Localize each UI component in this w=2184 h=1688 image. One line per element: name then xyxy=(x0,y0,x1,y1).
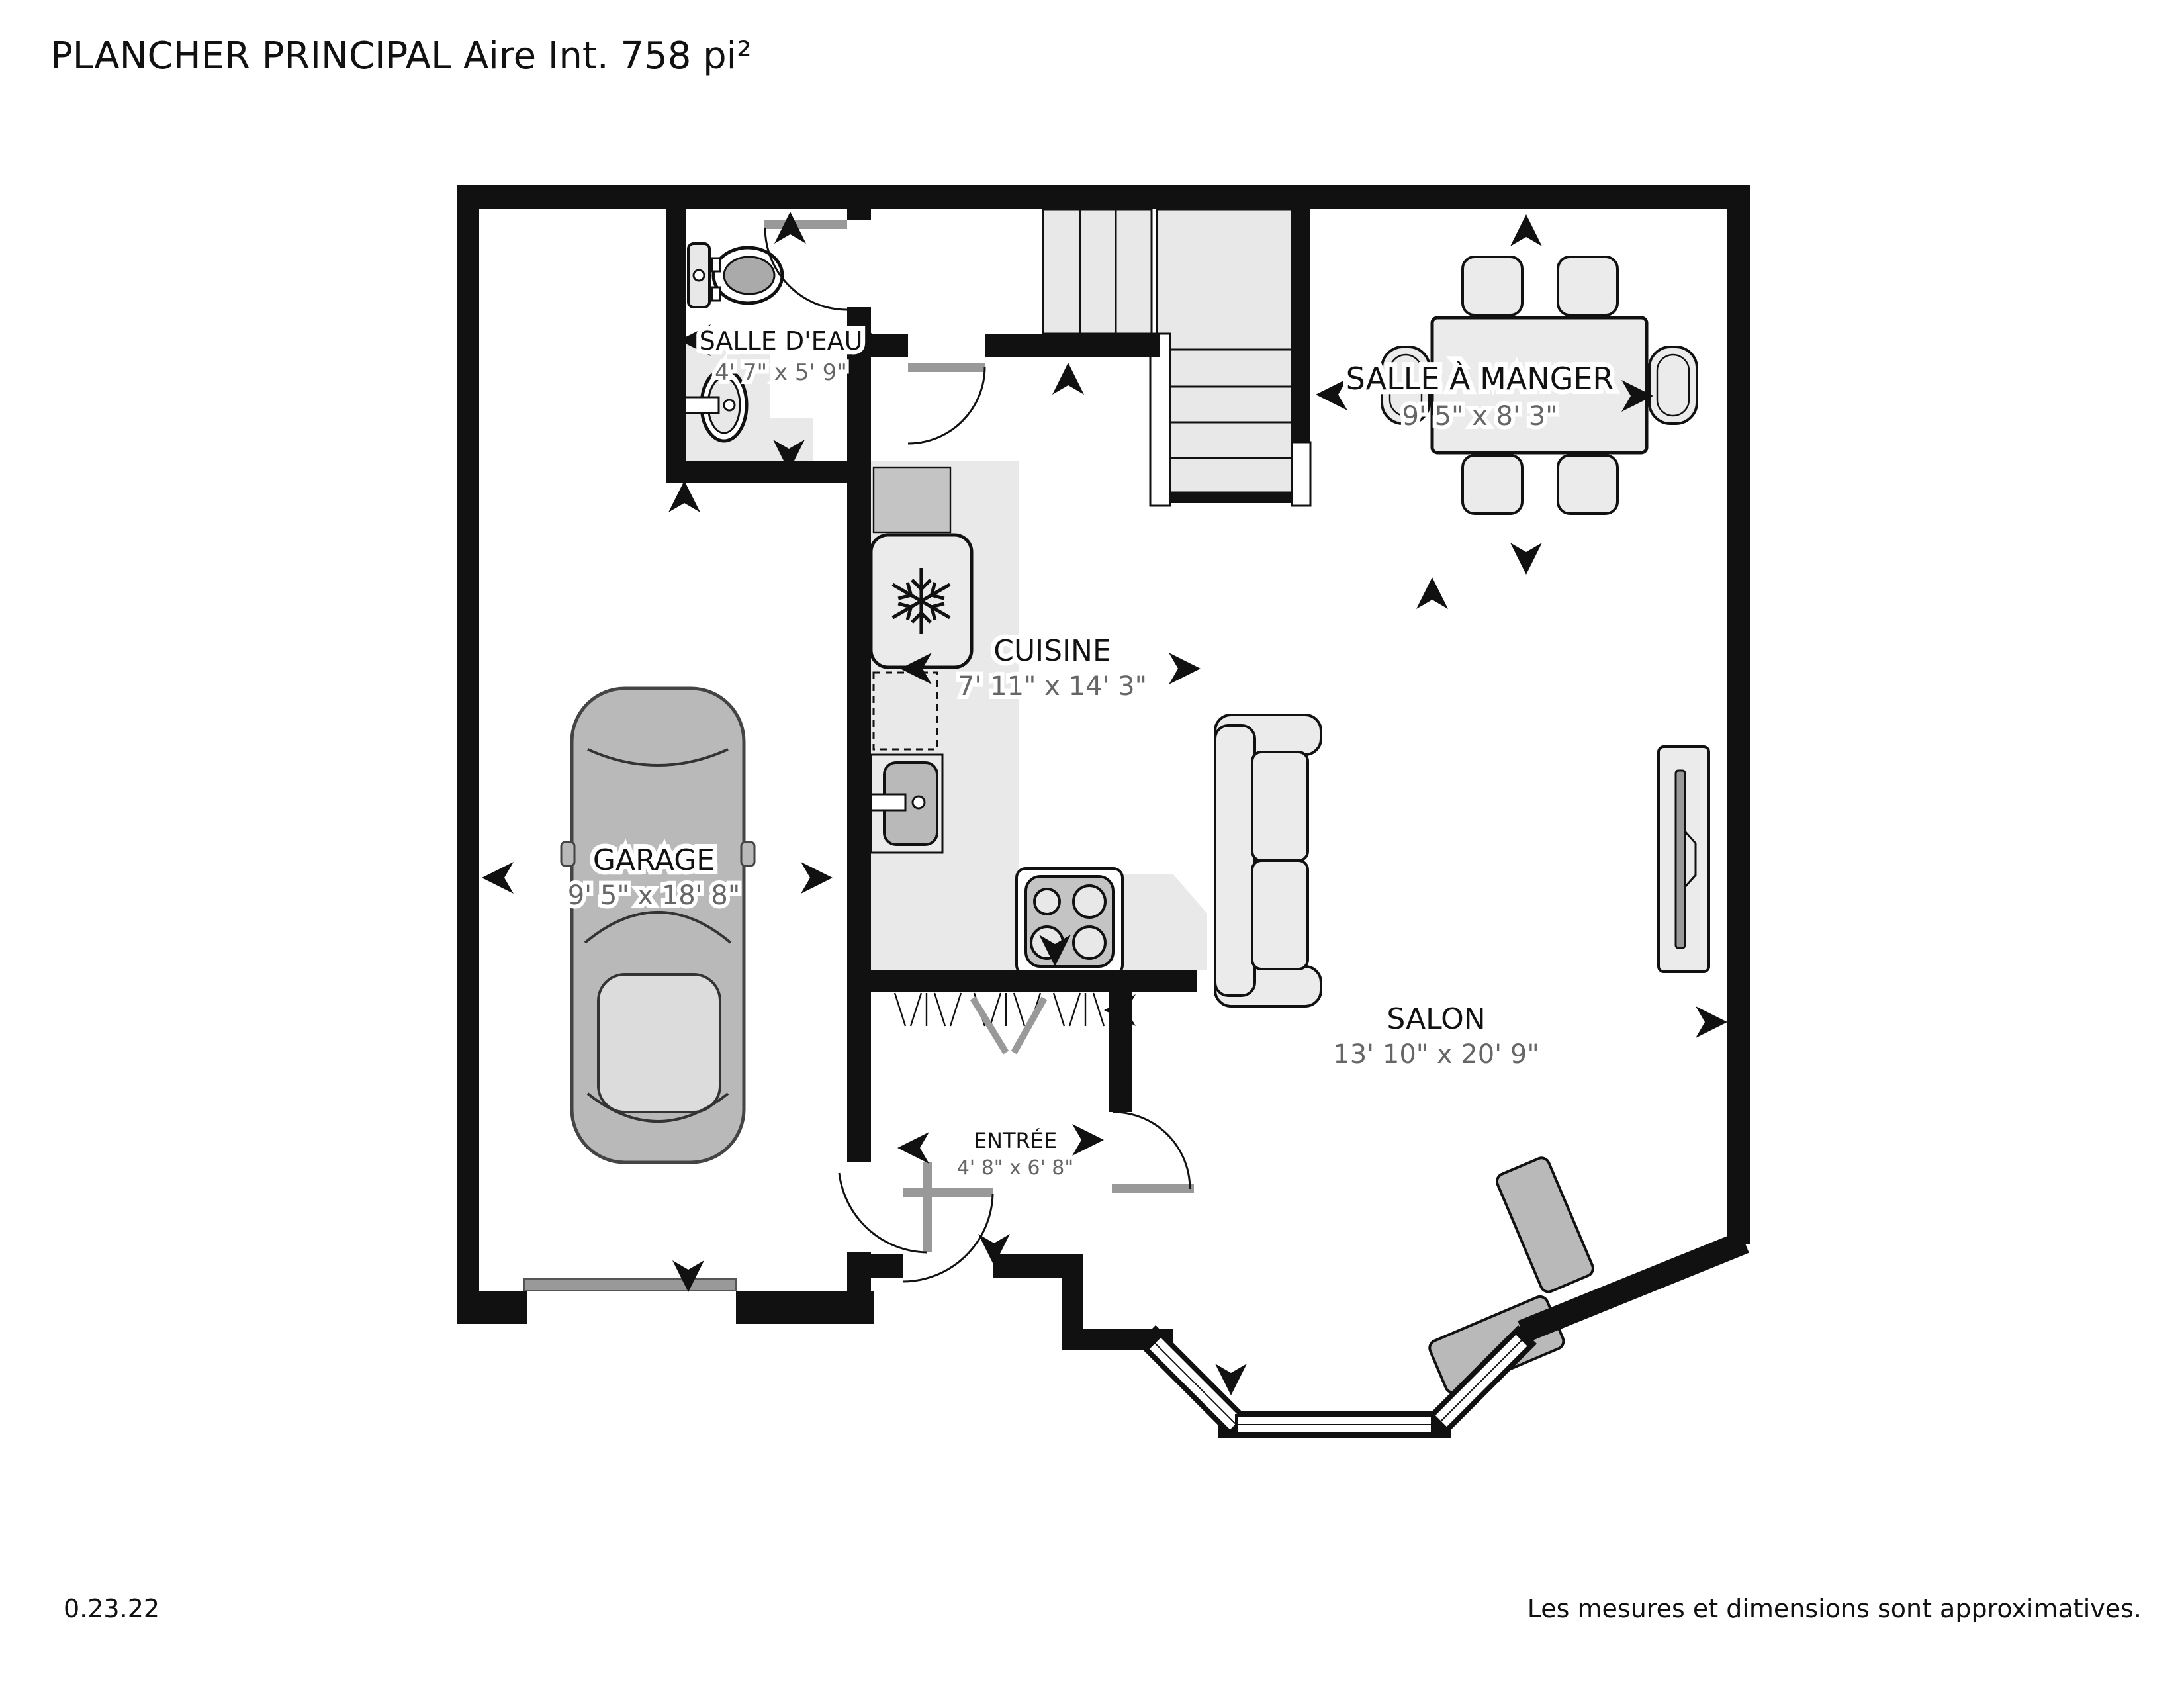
garage-door-icon xyxy=(523,1278,737,1291)
wall-entry-salon xyxy=(1109,970,1132,1112)
dimension-arrow-icon xyxy=(773,440,805,471)
stairs xyxy=(1042,208,1293,507)
dining-armchair-inner xyxy=(1656,353,1690,417)
closet-hatch-icon xyxy=(893,992,1105,1027)
wall-entry-jog xyxy=(847,1254,871,1324)
wall-kitchen-bottom xyxy=(871,970,1197,992)
door-arc-icon-garage-service xyxy=(838,1162,932,1254)
tv-unit-icon xyxy=(1657,745,1710,973)
wall-garage-divider xyxy=(847,209,871,1278)
fridge-icon xyxy=(869,533,974,669)
dimension-arrow-icon xyxy=(900,653,932,684)
dining-armchair xyxy=(1648,346,1698,425)
sofa-icon xyxy=(1214,714,1322,1008)
dimension-arrow-icon xyxy=(672,1260,704,1292)
dimension-arrow-icon xyxy=(668,481,700,512)
wall-under-stairs xyxy=(985,334,1160,357)
version-stamp: 0.23.22 xyxy=(64,1594,160,1623)
disclaimer-text: Les mesures et dimensions sont approxima… xyxy=(1527,1594,2142,1623)
living-label: SALON xyxy=(1387,1002,1485,1036)
wall-stairs-right xyxy=(1292,185,1310,442)
wall-right-exterior xyxy=(1727,185,1750,1244)
dimension-arrow-icon xyxy=(1510,214,1542,246)
dimension-arrow-icon xyxy=(1072,1124,1104,1156)
garage-label: GARAGE xyxy=(593,843,715,877)
dining-chair xyxy=(1461,454,1524,515)
entry-dims: 4' 8" x 6' 8" xyxy=(957,1156,1073,1180)
dimension-arrow-icon xyxy=(1621,380,1653,412)
dining-armchair xyxy=(1381,346,1431,425)
dimension-arrow-icon xyxy=(801,862,833,894)
door-arc-icon-front-entry xyxy=(902,1188,994,1283)
door-arc-icon-entry-salon xyxy=(1112,1111,1194,1193)
kitchen-fixtures xyxy=(869,466,1124,976)
counter xyxy=(872,466,952,534)
dimension-arrow-icon xyxy=(482,862,514,894)
dimension-arrow-icon xyxy=(1416,577,1448,609)
pedestal-sink-icon xyxy=(683,367,749,443)
wall-salon-long-diagonal xyxy=(1518,1231,1749,1343)
dimension-arrow-icon xyxy=(774,212,806,244)
room-labels: SALLE D'EAU 4' 7" x 5' 9" SALLE À MANGER… xyxy=(564,322,1619,1184)
dimension-arrow-icon xyxy=(679,324,711,356)
wall-top-exterior xyxy=(457,185,1750,209)
dimension-arrow-icon xyxy=(1215,1364,1247,1395)
page-title: PLANCHER PRINCIPAL Aire Int. 758 pi² xyxy=(50,34,752,77)
furniture xyxy=(560,242,1710,1394)
dining-chair xyxy=(1461,256,1524,316)
stairs-bottom-edge xyxy=(1170,492,1292,503)
snowflake-icon xyxy=(891,568,951,634)
wall-bath-left xyxy=(666,209,686,483)
dimension-arrows xyxy=(482,212,1727,1395)
wall-entry-front-right xyxy=(993,1254,1083,1278)
bay-window-icon xyxy=(1146,1331,1531,1435)
dining-chair xyxy=(1557,454,1619,515)
wall-bath-bottom xyxy=(666,461,871,483)
stairs-railing xyxy=(1149,332,1171,507)
dining-table-icon xyxy=(1381,256,1698,515)
closet-bifold-door-icon xyxy=(970,996,1048,1055)
dimension-arrow-icon xyxy=(978,1234,1010,1266)
bath-label: SALLE D'EAU xyxy=(700,326,863,355)
toilet-icon xyxy=(687,242,784,308)
burner xyxy=(1072,884,1107,919)
doorway-bath xyxy=(847,220,871,307)
stairs-landing xyxy=(1156,208,1293,351)
stairs-newel-post xyxy=(1291,441,1312,507)
dining-armchair-inner xyxy=(1388,353,1423,417)
dimension-arrow-icon xyxy=(1169,653,1201,684)
dimension-arrow-icon xyxy=(897,1132,929,1164)
wall-left-exterior xyxy=(457,185,479,1324)
dishwasher-icon xyxy=(872,671,938,751)
burner xyxy=(1072,925,1107,960)
wall-garage-bottom-left xyxy=(457,1291,527,1324)
car-icon xyxy=(560,686,756,1164)
door-arc-icon-hall xyxy=(907,363,986,445)
bath-dims: 4' 7" x 5' 9" xyxy=(715,359,847,386)
stairs-lower-flight xyxy=(1169,348,1293,494)
stairs-upper-flight xyxy=(1042,208,1153,335)
dimension-arrow-icon xyxy=(854,324,886,356)
dining-label: SALLE À MANGER xyxy=(1346,361,1614,397)
dimension-arrow-icon xyxy=(1510,543,1542,575)
dimension-arrow-icon xyxy=(1696,1006,1727,1038)
kitchen-sink-icon xyxy=(870,753,944,854)
kitchen-dims: 7' 11" x 14' 3" xyxy=(958,671,1147,702)
dimension-arrow-icon xyxy=(1316,379,1347,410)
dining-chair xyxy=(1557,256,1619,316)
entry-label: ENTRÉE xyxy=(974,1128,1057,1153)
dimension-arrow-icon xyxy=(1052,363,1084,395)
dimension-arrow-icon xyxy=(1104,994,1136,1026)
kitchen-label: CUISINE xyxy=(993,634,1111,668)
tv-mount xyxy=(1684,829,1697,890)
dimension-arrow-icon xyxy=(1039,935,1071,966)
stove-icon xyxy=(1015,867,1124,976)
living-dims: 13' 10" x 20' 9" xyxy=(1333,1039,1539,1070)
garage-dims: 9' 5" x 18' 8" xyxy=(568,880,741,911)
dining-dims: 9' 5" x 8' 3" xyxy=(1402,401,1557,432)
burner xyxy=(1033,888,1061,915)
